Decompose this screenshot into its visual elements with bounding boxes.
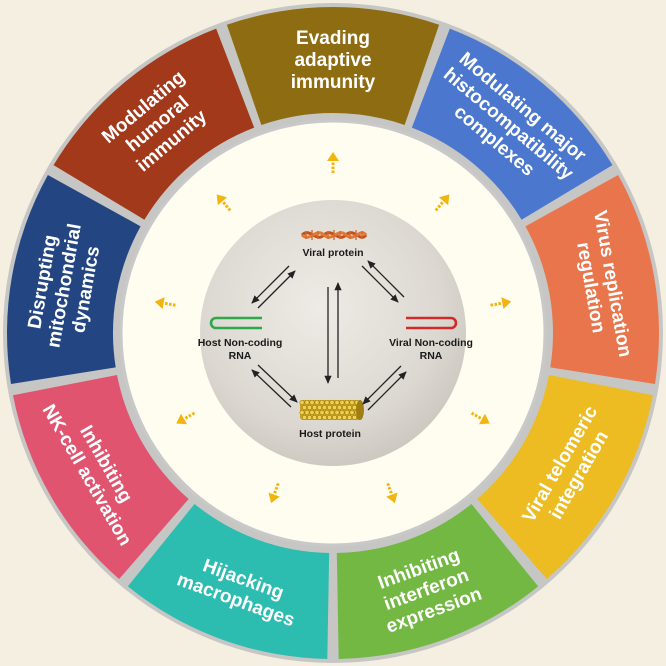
bead [312,405,317,410]
bead [304,400,310,405]
segment-viral-telomeric-integration [477,374,654,580]
segment-modulating-humoral-immunity [53,28,255,220]
host-ncrna-label-line1: Host Non-coding [198,337,283,349]
bead [337,405,342,410]
bead [349,410,355,415]
arrow-viral-to-host-ncrna [251,265,290,304]
center-disc [200,200,466,466]
arrow-host-ncrna-to-viral [257,270,296,309]
segment-inhibiting-nk-cell-activation [12,374,189,580]
bead [332,415,337,420]
bead [312,415,317,420]
segment-inhibiting-interferon-expression [336,503,539,659]
bead [329,400,335,405]
host-ncrna-label-line2: RNA [229,350,252,362]
segment-disrupting-mitochondrial-dynamics [6,174,141,384]
bead [309,400,315,405]
host-protein-label: Host protein [299,428,361,440]
host-ncrna-icon [209,316,262,330]
outward-arrow-modulating-mhc [434,194,450,212]
bead [347,405,352,410]
bead [327,415,332,420]
bead [319,410,325,415]
bead [349,400,355,405]
bead [344,410,350,415]
outward-arrow-hijacking-macrophages [268,482,280,504]
bead [324,400,330,405]
outward-arrow-disrupting-mitochondrial-dynamics [154,297,176,310]
bead [317,415,322,420]
bead [299,400,305,405]
bead [347,415,352,420]
bead [334,400,340,405]
bead [344,400,350,405]
segment-label-line: Evading [296,28,370,49]
bead [304,410,310,415]
bead [302,405,307,410]
bead [329,410,335,415]
segment-label-line: immunity [291,72,376,93]
outward-arrow-viral-telomeric-integration [470,411,490,425]
bead [322,405,327,410]
bead [319,400,325,405]
viral-protein-icon [300,230,368,240]
arrow-viral-to-viral-ncrna [361,265,399,303]
bead [309,410,315,415]
bead [339,400,345,405]
bead [339,410,345,415]
interaction-arrows [251,260,407,411]
bead [307,415,312,420]
viral-ncrna-label-line2: RNA [420,350,443,362]
bead [352,415,357,420]
outward-arrow-inhibiting-nk-cell-activation [176,411,196,425]
arrow-host-ncrna-to-host-protein [257,364,298,403]
bead [342,415,347,420]
host-protein-icon [299,400,364,420]
arrow-host-protein-to-viral-ncrna [367,371,407,411]
bead [334,410,340,415]
segment-modulating-mhc [411,28,613,220]
arrow-viral-ncrna-to-host-protein [362,365,402,405]
outward-arrow-virus-replication-regulation [490,297,512,310]
outward-arrow-modulating-humoral-immunity [216,194,232,212]
bead [332,405,337,410]
outward-arrow-evading-adaptive-immunity [327,152,339,173]
bead [324,410,330,415]
bead [337,415,342,420]
segment-hijacking-macrophages [127,503,330,659]
viral-ncrna-label-line1: Viral Non-coding [389,337,473,349]
arrow-viral-ncrna-to-viral [367,260,405,298]
bead [342,405,347,410]
segment-label-inhibiting-interferon-expression: Inhibitinginterferonexpression [368,542,485,637]
segment-virus-replication-regulation [525,174,660,384]
bead [327,405,332,410]
bead [322,415,327,420]
segment-evading-adaptive-immunity [226,6,440,125]
outward-arrows [154,152,512,504]
bead [317,405,322,410]
bead [307,405,312,410]
bead [314,400,320,405]
segment-label-disrupting-mitochondrial-dynamics: Disruptingmitochondrialdynamics [22,218,108,353]
viral-protein-label: Viral protein [302,247,363,259]
viral-ncrna-icon [406,316,458,330]
bead [299,410,305,415]
arrow-host-protein-to-host-ncrna [251,369,292,408]
bead [314,410,320,415]
segment-label-virus-replication-regulation: Virus replicationregulation [567,209,635,363]
segment-label-line: adaptive [294,50,371,71]
bead [302,415,307,420]
outward-arrow-inhibiting-interferon-expression [386,482,398,504]
